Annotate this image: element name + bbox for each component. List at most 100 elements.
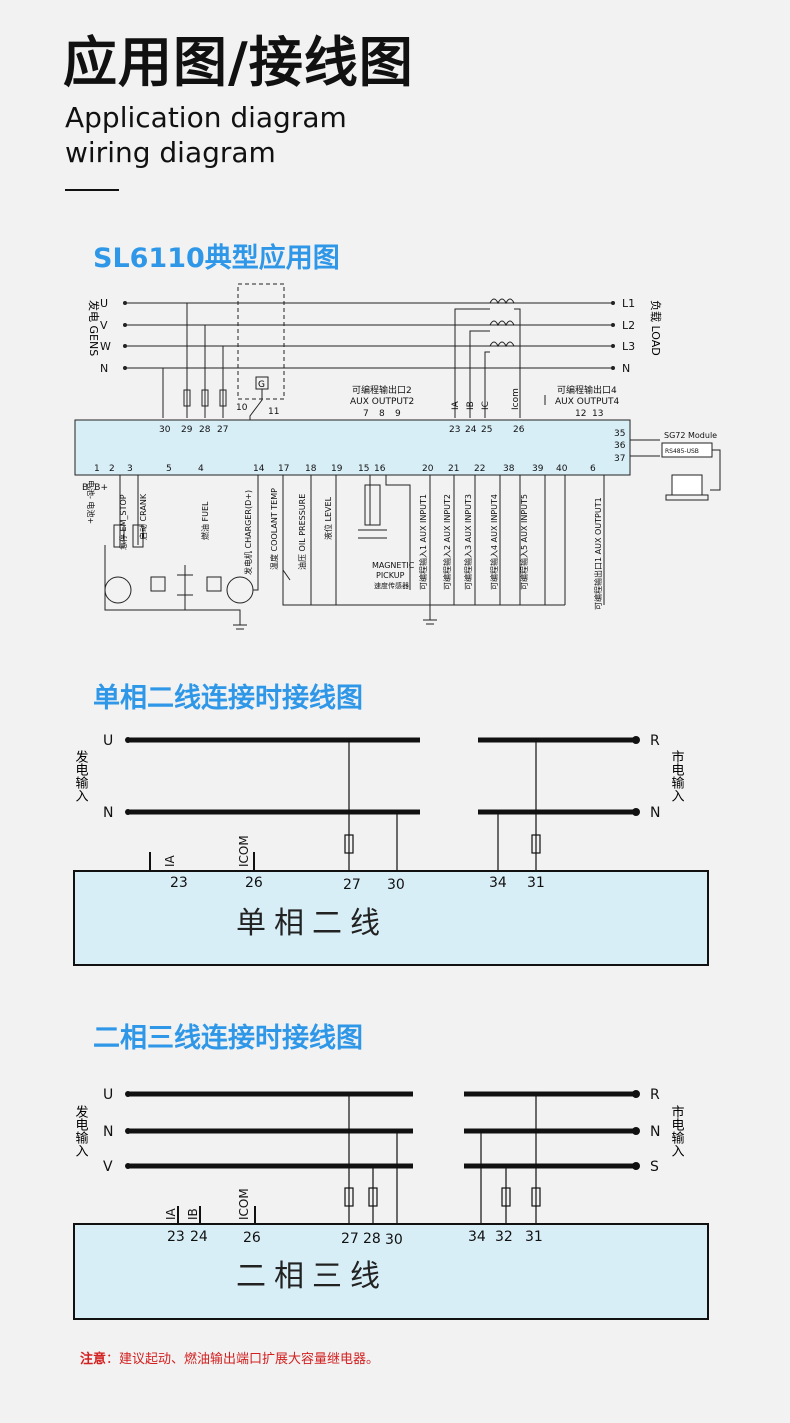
tp-term-28: 28 [363,1231,381,1247]
sp-right-n: N [650,805,660,821]
tp-right-n: N [650,1124,660,1140]
term-29: 29 [181,425,193,435]
aux-input4-label: 可编程输入4 AUX INPUT4 [489,494,499,590]
ct-label-ic: IC [481,401,491,410]
level-label: 液位 LEVEL [323,496,333,540]
tp-left-v: V [103,1159,113,1175]
main-wiring-diagram: U V W N L1 L2 L3 N 发电 GENS 负载 LOAD G 30 … [74,283,721,630]
term-16: 16 [374,464,386,474]
sp-left-u: U [103,733,113,749]
term-1: 1 [94,464,100,474]
tp-right-s: S [650,1159,659,1175]
aux2-cn: 可编程输出口2 [352,384,412,396]
two-phase-diagram: U N V R N S 发电输入 市电输入 IA IB ICOM 23 24 2… [73,1087,709,1320]
term-11: 11 [268,407,279,417]
tp-term-23: 23 [167,1229,185,1245]
emstop-label: 急停 EM_STOP [118,494,128,550]
tp-term-34: 34 [468,1229,486,1245]
load-label-l2: L2 [622,319,635,332]
term-30: 30 [159,425,171,435]
tp-left-u: U [103,1087,113,1103]
oil-label: 油压 OIL PRESSURE [297,494,307,570]
term-2: 2 [109,464,115,474]
tp-ct-ia: IA [164,1207,178,1220]
fuel-label: 燃油 FUEL [200,501,210,540]
sp-term-34: 34 [489,875,507,891]
usb-label: RS485-USB [665,448,699,455]
main-diagram-title: SL6110典型应用图 [93,243,340,274]
sp-term-26: 26 [245,875,263,891]
term-15: 15 [358,464,369,474]
term-24: 24 [465,425,477,435]
term-38: 38 [503,464,515,474]
phase-label-w: W [100,340,111,353]
sp-ct-icom: ICOM [237,835,251,867]
aux-input5-label: 可编程输入5 AUX INPUT5 [519,494,529,590]
term-36: 36 [614,441,626,451]
ct-label-icom: Icom [511,388,521,410]
term-6: 6 [590,464,596,474]
breaker-label: G [258,380,265,390]
crank-label: 启动 CRANK [138,493,148,540]
phase-label-n: N [100,362,108,375]
single-phase-title: 单相二线连接时接线图 [93,683,363,714]
term-12: 12 [575,409,586,419]
sp-gen-cn: 发电输入 [73,749,89,802]
term-14: 14 [253,464,265,474]
two-phase-title: 二相三线连接时接线图 [93,1023,363,1054]
battery-cn: 电池- 电池+ [86,480,96,524]
term-13: 13 [592,409,603,419]
term-25: 25 [481,425,492,435]
aux-input3-label: 可编程输入3 AUX INPUT3 [463,494,473,590]
tp-box-text: 二相三线 [236,1259,388,1294]
coolant-label: 温度 COOLANT TEMP [269,488,279,570]
term-8: 8 [379,409,385,419]
term-37: 37 [614,454,625,464]
term-26: 26 [513,425,525,435]
term-40: 40 [556,464,568,474]
sp-ct-ia: IA [163,854,177,867]
term-21: 21 [448,464,459,474]
term-19: 19 [331,464,343,474]
term-9: 9 [395,409,401,419]
term-39: 39 [532,464,544,474]
tp-ct-icom: ICOM [237,1188,251,1220]
term-35: 35 [614,429,625,439]
sp-left-n: N [103,805,113,821]
aux2-en: AUX OUTPUT2 [350,397,414,407]
ct-label-ia: IA [451,400,461,410]
tp-left-n: N [103,1124,113,1140]
load-label-n: N [622,362,630,375]
tp-term-31: 31 [525,1229,543,1245]
phase-label-v: V [100,319,108,332]
page-title: 应用图/接线图 [63,31,414,94]
term-4: 4 [198,464,204,474]
aux-input1-label: 可编程输入1 AUX INPUT1 [418,494,428,590]
title-underline [65,189,119,191]
aux4-cn: 可编程输出口4 [557,384,617,396]
sp-right-r: R [650,733,660,749]
phase-label-u: U [100,297,108,310]
ct-label-ib: IB [466,401,476,410]
term-23: 23 [449,425,460,435]
term-10: 10 [236,403,248,413]
aux-input2-label: 可编程输入2 AUX INPUT2 [442,494,452,590]
sp-mains-cn: 市电输入 [669,749,685,802]
term-27: 27 [217,425,228,435]
term-20: 20 [422,464,434,474]
note-label: 注意 [80,1352,107,1367]
load-label-l3: L3 [622,340,635,353]
sp-term-30: 30 [387,877,405,893]
term-18: 18 [305,464,317,474]
page-subtitle: Application diagram wiring diagram [65,100,347,170]
tp-mains-cn: 市电输入 [669,1104,685,1157]
sp-term-31: 31 [527,875,545,891]
module-label: SG72 Module [664,431,717,440]
term-7: 7 [363,409,369,419]
charger-label: 发电机 CHARGER(D+) [243,490,253,575]
sp-term-27: 27 [343,877,361,893]
tp-term-30: 30 [385,1232,403,1248]
tp-term-24: 24 [190,1229,208,1245]
sp-term-23: 23 [170,875,188,891]
tp-term-32: 32 [495,1229,513,1245]
